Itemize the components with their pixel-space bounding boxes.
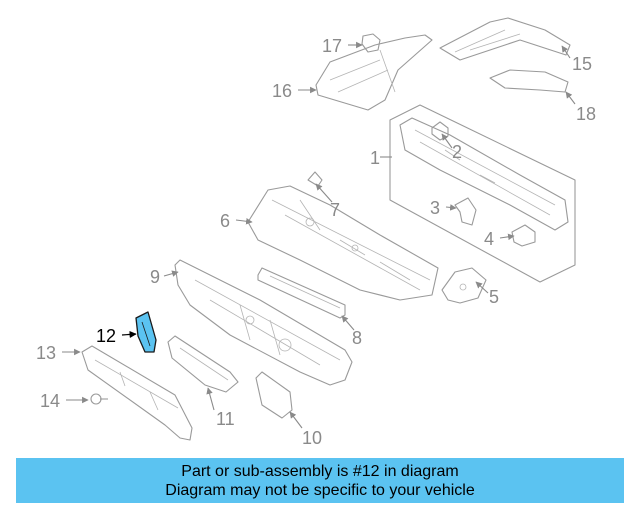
leader-8 [341, 315, 355, 331]
callout-1: 1 [370, 148, 380, 168]
part-10-bracket [255, 371, 293, 419]
callout-16: 16 [272, 81, 292, 101]
part-1-cowl-assembly [389, 104, 576, 283]
part-11-bracket [167, 335, 239, 393]
part-8-reinforcement [257, 267, 346, 319]
callout-7: 7 [330, 200, 340, 220]
banner-line-1: Part or sub-assembly is #12 in diagram [181, 462, 459, 480]
callout-11: 11 [216, 409, 235, 429]
part-7-clip [307, 171, 323, 187]
callout-15: 15 [572, 54, 592, 74]
part-14-bolt [90, 393, 108, 405]
banner-line-2: Diagram may not be specific to your vehi… [165, 481, 475, 499]
callout-14: 14 [40, 391, 60, 411]
callout-18: 18 [576, 104, 596, 124]
leader-3 [445, 204, 457, 211]
leader-6 [235, 217, 253, 225]
callout-9: 9 [150, 267, 160, 287]
part-15-cowl-panel [439, 17, 571, 61]
callout-4: 4 [484, 229, 494, 249]
callout-17: 17 [322, 36, 342, 56]
callout-13: 13 [36, 343, 56, 363]
callout-2: 2 [452, 142, 462, 162]
part-18-seal [489, 69, 569, 93]
leader-12 [121, 330, 137, 339]
callout-6: 6 [220, 211, 230, 231]
leader-7 [315, 183, 333, 203]
part-3-bracket [454, 197, 477, 226]
part-6-dash-panel [247, 185, 439, 301]
leader-9 [163, 270, 179, 277]
part-13-crossmember [81, 345, 193, 441]
info-banner: Part or sub-assembly is #12 in diagram D… [16, 458, 624, 503]
part-9-firewall [174, 259, 353, 386]
leader-2 [441, 133, 453, 149]
callout-10: 10 [302, 428, 322, 448]
callout-3: 3 [430, 198, 440, 218]
leader-4 [499, 233, 515, 241]
callout-8: 8 [352, 328, 362, 348]
callout-12: 12 [96, 326, 116, 346]
leader-15 [561, 45, 571, 59]
part-4-bracket [511, 224, 536, 247]
part-5-bracket [441, 267, 487, 304]
leader-10 [289, 411, 303, 429]
callout-5: 5 [489, 287, 499, 307]
leader-18 [565, 91, 576, 105]
part-16-cowl-top [315, 34, 433, 111]
leader-5 [475, 281, 489, 294]
leader-11 [206, 387, 215, 411]
parts-diagram: 1 2 3 4 5 6 7 8 9 10 11 12 13 14 15 16 1… [36, 17, 596, 448]
part-12-highlighted [135, 311, 157, 353]
